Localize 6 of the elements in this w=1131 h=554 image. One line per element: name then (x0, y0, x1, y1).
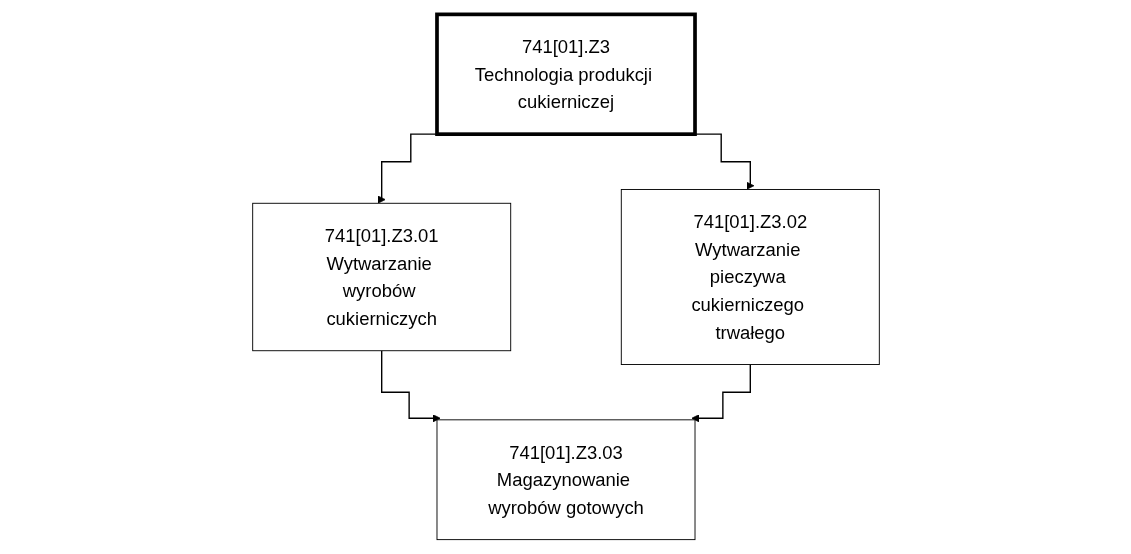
node-box: 741[01].Z3.03 Magazynowanie wyrobów gotowych (436, 419, 695, 541)
node-box: 741[01].Z3.01 Wytwarzanie wyrobów cukierniczych (251, 202, 511, 352)
arrow (690, 363, 751, 423)
node-box: 741[01].Z3 Technologia produkcji cukierniczej (434, 12, 697, 136)
arrow (380, 350, 441, 423)
node-box: 741[01].Z3.02 Wytwarzanie pieczywa cukierniczego trwałego (620, 189, 880, 365)
